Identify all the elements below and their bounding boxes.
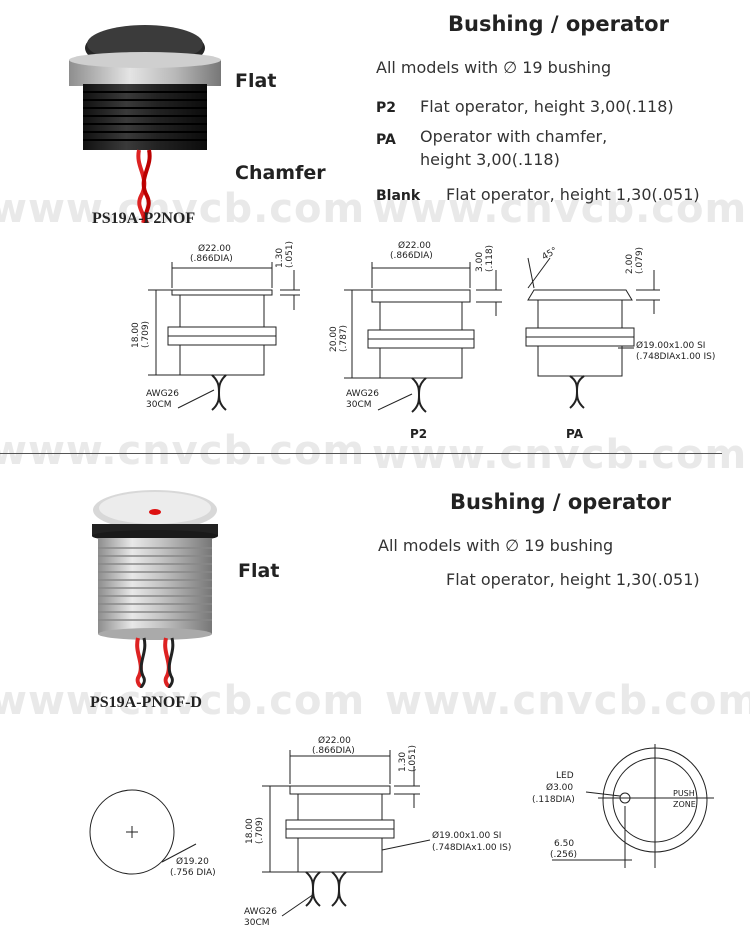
option-code: PA xyxy=(376,132,396,148)
thread-label: (.748DIAx1.00 IS) xyxy=(636,352,715,362)
dim-text: Ø22.00 xyxy=(198,243,231,254)
option-desc-line2: height 3,00(.118) xyxy=(420,150,560,169)
caption-pa: PA xyxy=(566,427,584,441)
length-label: 30CM xyxy=(146,400,172,410)
push-zone-label: PUSH xyxy=(673,789,695,798)
dim-text: (.866DIA) xyxy=(390,251,433,261)
awg-label: AWG26 xyxy=(244,907,277,917)
bushing-subtitle: All models with ∅ 19 bushing xyxy=(378,536,614,555)
watermark: www.cnvcb.com xyxy=(385,678,750,724)
dim-text: (.051) xyxy=(285,241,295,268)
watermark: www.cnvcb.com xyxy=(0,428,366,474)
label-flat: Flat xyxy=(238,560,280,582)
dim-text: 3.00 xyxy=(475,252,485,272)
thread-label: Ø19.00x1.00 SI xyxy=(432,830,501,841)
option-desc: Flat operator, height 1,30(.051) xyxy=(446,570,700,589)
option-desc: Operator with chamfer, xyxy=(420,127,608,146)
length-label: 30CM xyxy=(346,400,372,410)
dim-text: (.756 DIA) xyxy=(170,868,216,878)
dim-text: Ø22.00 xyxy=(318,735,351,746)
dim-text: 6.50 xyxy=(554,839,574,849)
dim-text: (.118) xyxy=(485,245,495,272)
awg-label: AWG26 xyxy=(346,389,379,399)
section-heading: Bushing / operator xyxy=(448,12,669,36)
push-zone-label: ZONE xyxy=(673,800,696,809)
dim-text: 20.00 xyxy=(329,326,339,352)
dim-text: (.709) xyxy=(141,321,151,348)
model-number: PS19A-PNOF-D xyxy=(90,694,202,711)
angle-label: 45° xyxy=(541,246,560,263)
dim-text: Ø22.00 xyxy=(398,240,431,251)
watermark: www.cnvcb.com xyxy=(0,186,366,232)
dim-text: 1.30 xyxy=(398,752,408,772)
dim-text: (.787) xyxy=(339,325,349,352)
dim-text: (.866DIA) xyxy=(190,254,233,264)
dim-text: 18.00 xyxy=(131,322,141,348)
dim-text: 18.00 xyxy=(245,818,255,844)
caption-p2: P2 xyxy=(410,427,427,441)
watermark: www.cnvcb.com xyxy=(372,186,748,232)
dim-text: (.866DIA) xyxy=(312,746,355,756)
thread-label: (.748DIAx1.00 IS) xyxy=(432,843,511,853)
led-label: LED xyxy=(556,771,574,781)
dim-text: (.256) xyxy=(550,850,577,860)
label-flat: Flat xyxy=(235,70,277,92)
option-desc: Flat operator, height 1,30(.051) xyxy=(446,185,700,204)
dim-text: (.709) xyxy=(255,817,265,844)
model-number: PS19A-P2NOF xyxy=(92,210,196,227)
thread-label: Ø19.00x1.00 SI xyxy=(636,340,705,351)
dim-text: (.118DIA) xyxy=(532,795,575,805)
technical-drawing-top: Ø22.00 (.866DIA) 1.30 (.051) 18.00 (.709… xyxy=(131,240,715,441)
watermark: www.cnvcb.com xyxy=(372,432,748,478)
awg-label: AWG26 xyxy=(146,389,179,399)
switch-photo-black xyxy=(69,25,221,223)
dim-text: (.079) xyxy=(635,247,645,274)
section-heading: Bushing / operator xyxy=(450,490,671,514)
dim-text: 2.00 xyxy=(625,254,635,274)
label-chamfer: Chamfer xyxy=(235,162,326,184)
dim-text: (.051) xyxy=(408,745,418,772)
option-code: Blank xyxy=(376,188,421,204)
dim-text: 1.30 xyxy=(275,248,285,268)
option-desc: Flat operator, height 3,00(.118) xyxy=(420,97,674,116)
bushing-subtitle: All models with ∅ 19 bushing xyxy=(376,58,612,77)
watermark: www.cnvcb.com xyxy=(0,678,366,724)
switch-photo-steel xyxy=(92,490,218,688)
dim-text: Ø19.20 xyxy=(176,856,209,867)
technical-drawing-bottom: Ø19.20 (.756 DIA) Ø22.00 (.866DIA) 1.30 … xyxy=(89,735,714,928)
section-divider xyxy=(0,453,722,454)
option-code: P2 xyxy=(376,100,397,116)
length-label: 30CM xyxy=(244,918,270,928)
dim-text: Ø3.00 xyxy=(546,782,573,793)
